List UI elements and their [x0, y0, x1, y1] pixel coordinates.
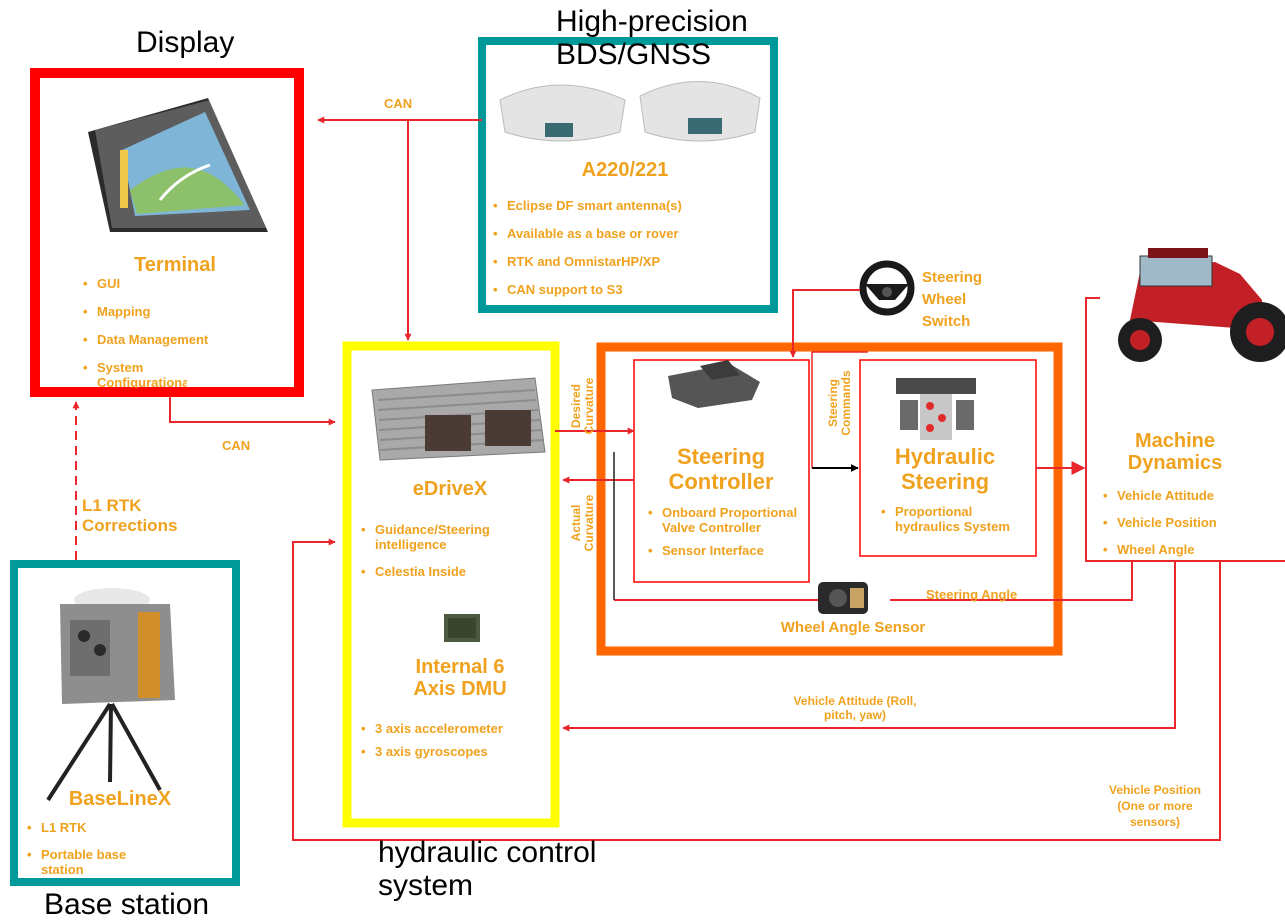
terminal-list: GUI Mapping Data Management System Confi…: [80, 276, 280, 388]
gnss-item: RTK and OmnistarHP/XP: [490, 254, 760, 269]
terminal-image: [88, 98, 268, 232]
gnss-caption: High-precision BDS/GNSS: [556, 5, 748, 71]
machine-item: Vehicle Attitude: [1100, 488, 1280, 503]
can-left-label: CAN: [222, 438, 251, 453]
steering-controller-item: Onboard Proportional Valve Controller: [645, 505, 805, 535]
edrive-item: Guidance/Steering intelligence: [358, 522, 538, 552]
dmu-item: 3 axis accelerometer: [358, 721, 538, 736]
edrive-list: Guidance/Steering intelligence Celestia …: [358, 522, 538, 579]
hydraulic-steering-box: [859, 359, 1037, 557]
display-caption: Display: [136, 26, 235, 59]
dmu-title: Internal 6 Axis DMU: [413, 656, 507, 700]
base-station-box: [10, 560, 240, 886]
machine-title: Machine Dynamics: [1127, 430, 1223, 474]
gnss-box: [478, 37, 778, 313]
machine-dynamics-outline: [1085, 297, 1285, 562]
steering-wheel-switch-label: Steering Wheel Switch: [922, 269, 983, 330]
baseline-item: L1 RTK: [24, 820, 204, 835]
terminal-title: Terminal: [134, 254, 216, 276]
baseline-item: Portable base station: [24, 847, 171, 877]
terminal-item: Data Management: [80, 332, 280, 347]
baseline-list: L1 RTK Portable base station: [24, 820, 204, 877]
actual-curvature-label: Actual Curvature: [569, 494, 596, 552]
steering-angle-label: Steering Angle: [926, 587, 1018, 602]
dmu-list: 3 axis accelerometer 3 axis gyroscopes: [358, 721, 538, 759]
dmu-item: 3 axis gyroscopes: [358, 744, 538, 759]
steering-wheel-icon: [859, 260, 915, 316]
arrow-steering-angle: [890, 561, 1133, 601]
arrow-vehicle-position: [292, 538, 1221, 841]
arrow-display-to-edrive: [169, 396, 336, 426]
edrive-title: eDriveX: [412, 478, 488, 500]
display-box: [30, 68, 304, 397]
gnss-list: Eclipse DF smart antenna(s) Available as…: [490, 198, 760, 297]
hydraulic-steering-title: Hydraulic Steering: [894, 444, 996, 494]
arrow-vehicle-attitude: [562, 561, 1176, 732]
l1-rtk-label: L1 RTK Corrections: [82, 496, 178, 535]
steering-controller-list: Onboard Proportional Valve Controller Se…: [645, 505, 805, 558]
steering-system-box: [596, 342, 1063, 656]
edrive-image: [371, 377, 546, 461]
base-station-caption: Base station: [44, 888, 210, 921]
antenna-image: [499, 81, 761, 142]
machine-list: Vehicle Attitude Vehicle Position Wheel …: [1100, 488, 1280, 557]
can-top-label: CAN: [384, 96, 413, 111]
dmu-image: [444, 614, 480, 642]
valve-image: [896, 378, 976, 440]
gnss-item: Eclipse DF smart antenna(s): [490, 198, 760, 213]
steering-controller-title: Steering Controller: [668, 444, 774, 494]
vehicle-position-label: Vehicle Position (One or more sensors): [1108, 783, 1202, 829]
terminal-item: Mapping: [80, 304, 280, 319]
terminal-item: System Configurationa: [80, 360, 187, 388]
machine-item: Vehicle Position: [1100, 515, 1280, 530]
edrive-box: [342, 341, 560, 828]
hydraulic-steering-list: Proportional hydraulics System: [878, 504, 1036, 534]
arrow-wheel-switch: [789, 289, 860, 358]
hydraulic-caption: hydraulic control system: [378, 836, 597, 902]
controller-image: [668, 360, 760, 408]
gnss-item: CAN support to S3: [490, 282, 760, 297]
base-station-image: [46, 588, 175, 802]
machine-item: Wheel Angle: [1100, 542, 1280, 557]
gnss-item: Available as a base or rover: [490, 226, 760, 241]
vehicle-attitude-label: Vehicle Attitude (Roll, pitch, yaw): [793, 694, 917, 722]
baseline-title: BaseLineX: [68, 788, 172, 810]
desired-curvature-label: Desired Curvature: [569, 377, 596, 435]
terminal-item: GUI: [80, 276, 280, 291]
edrive-item: Celestia Inside: [358, 564, 538, 579]
steering-controller-box: [633, 359, 810, 583]
hydraulic-steering-item: Proportional hydraulics System: [878, 504, 1036, 534]
steering-commands-loop: [811, 351, 868, 468]
wheel-angle-sensor-image: [818, 582, 868, 614]
tractor-image: [1118, 248, 1285, 362]
steering-controller-item: Sensor Interface: [645, 543, 805, 558]
wheel-angle-sensor-label: Wheel Angle Sensor: [780, 619, 926, 636]
gnss-title: A220/221: [581, 159, 669, 181]
steering-commands-label: Steering Commands: [826, 370, 853, 436]
